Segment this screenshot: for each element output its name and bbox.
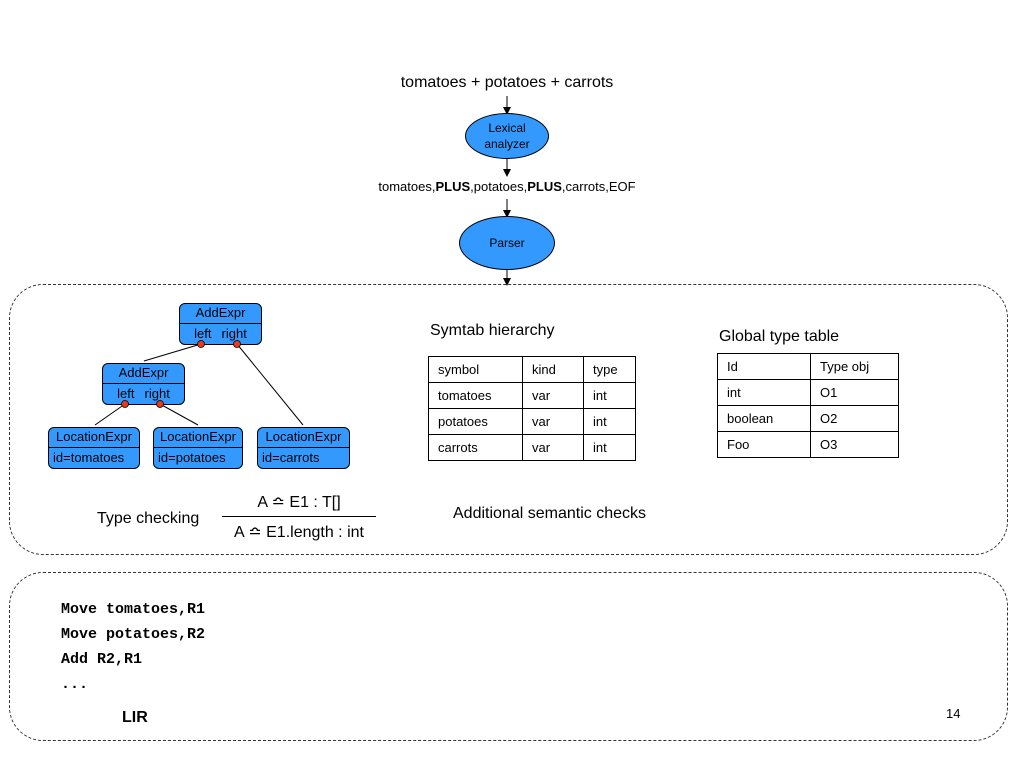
lexical-analyzer-node: Lexical analyzer	[465, 113, 549, 159]
rule-premise: A ≏ E1 : T[]	[257, 494, 341, 511]
lir-code-line: Move tomatoes,R1	[61, 601, 206, 618]
table-cell: O3	[810, 431, 899, 458]
ast-edge-root-left	[143, 343, 202, 362]
table-cell: int	[583, 408, 636, 435]
table-cell: var	[522, 434, 584, 461]
ast-node-id: id=potatoes	[158, 450, 226, 465]
ast-leaf-location-carrots: LocationExpr id=carrots	[257, 427, 350, 469]
lir-label: LIR	[122, 709, 148, 726]
ast-node-type: AddExpr	[180, 304, 261, 324]
lexer-label-line2: analyzer	[484, 137, 530, 151]
type-checking-label: Type checking	[97, 510, 200, 527]
table-cell: var	[522, 382, 584, 409]
table-cell: int	[583, 382, 636, 409]
table-cell: int	[717, 379, 811, 406]
token-stream: tomatoes,PLUS,potatoes,PLUS,carrots,EOF	[0, 179, 1014, 194]
ast-node-type: AddExpr	[103, 364, 184, 384]
lexer-label-line1: Lexical	[488, 121, 526, 135]
ast-field-right: right	[144, 386, 170, 401]
ast-edge-root-right	[236, 343, 304, 426]
table-cell: potatoes	[428, 408, 523, 435]
table-cell: tomatoes	[428, 382, 523, 409]
ast-leaf-location-potatoes: LocationExpr id=potatoes	[153, 427, 243, 469]
token-potatoes: ,potatoes,	[470, 179, 528, 194]
table-cell: int	[583, 434, 636, 461]
token-carrots-eof: ,carrots,EOF	[561, 179, 636, 194]
token-plus-2: PLUS	[527, 179, 562, 194]
symtab-title: Symtab hierarchy	[430, 322, 555, 339]
rule-divider	[222, 516, 376, 517]
semantic-analysis-panel	[9, 284, 1008, 555]
page-number: 14	[946, 706, 961, 721]
table-cell: type	[583, 356, 636, 383]
ast-field-left: left	[194, 326, 212, 341]
table-cell: O2	[810, 405, 899, 432]
ast-node-type: LocationExpr	[258, 428, 349, 448]
type-table-title: Global type table	[719, 328, 840, 345]
lir-code-line: Add R2,R1	[61, 651, 143, 668]
table-cell: Type obj	[810, 353, 899, 380]
ast-root-addexpr: AddExpr left right	[179, 303, 262, 345]
token-plus-1: PLUS	[435, 179, 471, 194]
ast-edge-child-right	[159, 403, 199, 426]
ast-leaf-location-tomatoes: LocationExpr id=tomatoes	[48, 427, 140, 469]
table-cell: Id	[717, 353, 811, 380]
table-cell: symbol	[428, 356, 523, 383]
lir-code-line: ...	[61, 676, 89, 693]
ast-node-type: LocationExpr	[154, 428, 242, 448]
semantic-checks-label: Additional semantic checks	[453, 505, 646, 522]
table-cell: carrots	[428, 434, 523, 461]
lir-panel	[9, 572, 1008, 741]
table-cell: boolean	[717, 405, 811, 432]
ast-edge-child-left	[94, 403, 126, 426]
table-cell: var	[522, 408, 584, 435]
token-tomatoes: tomatoes,	[378, 179, 436, 194]
ast-node-id: id=carrots	[262, 450, 320, 465]
ast-child-addexpr: AddExpr left right	[102, 363, 185, 405]
lir-code-line: Move potatoes,R2	[61, 626, 206, 643]
ast-field-right: right	[221, 326, 247, 341]
ast-node-type: LocationExpr	[49, 428, 139, 448]
table-cell: kind	[522, 356, 584, 383]
source-expression: tomatoes + potatoes + carrots	[400, 74, 614, 91]
rule-conclusion: A ≏ E1.length : int	[234, 524, 364, 541]
table-cell: O1	[810, 379, 899, 406]
ast-field-left: left	[117, 386, 135, 401]
ast-node-id: id=tomatoes	[53, 450, 125, 465]
parser-label: Parser	[489, 236, 525, 250]
table-cell: Foo	[717, 431, 811, 458]
parser-node: Parser	[459, 216, 555, 270]
